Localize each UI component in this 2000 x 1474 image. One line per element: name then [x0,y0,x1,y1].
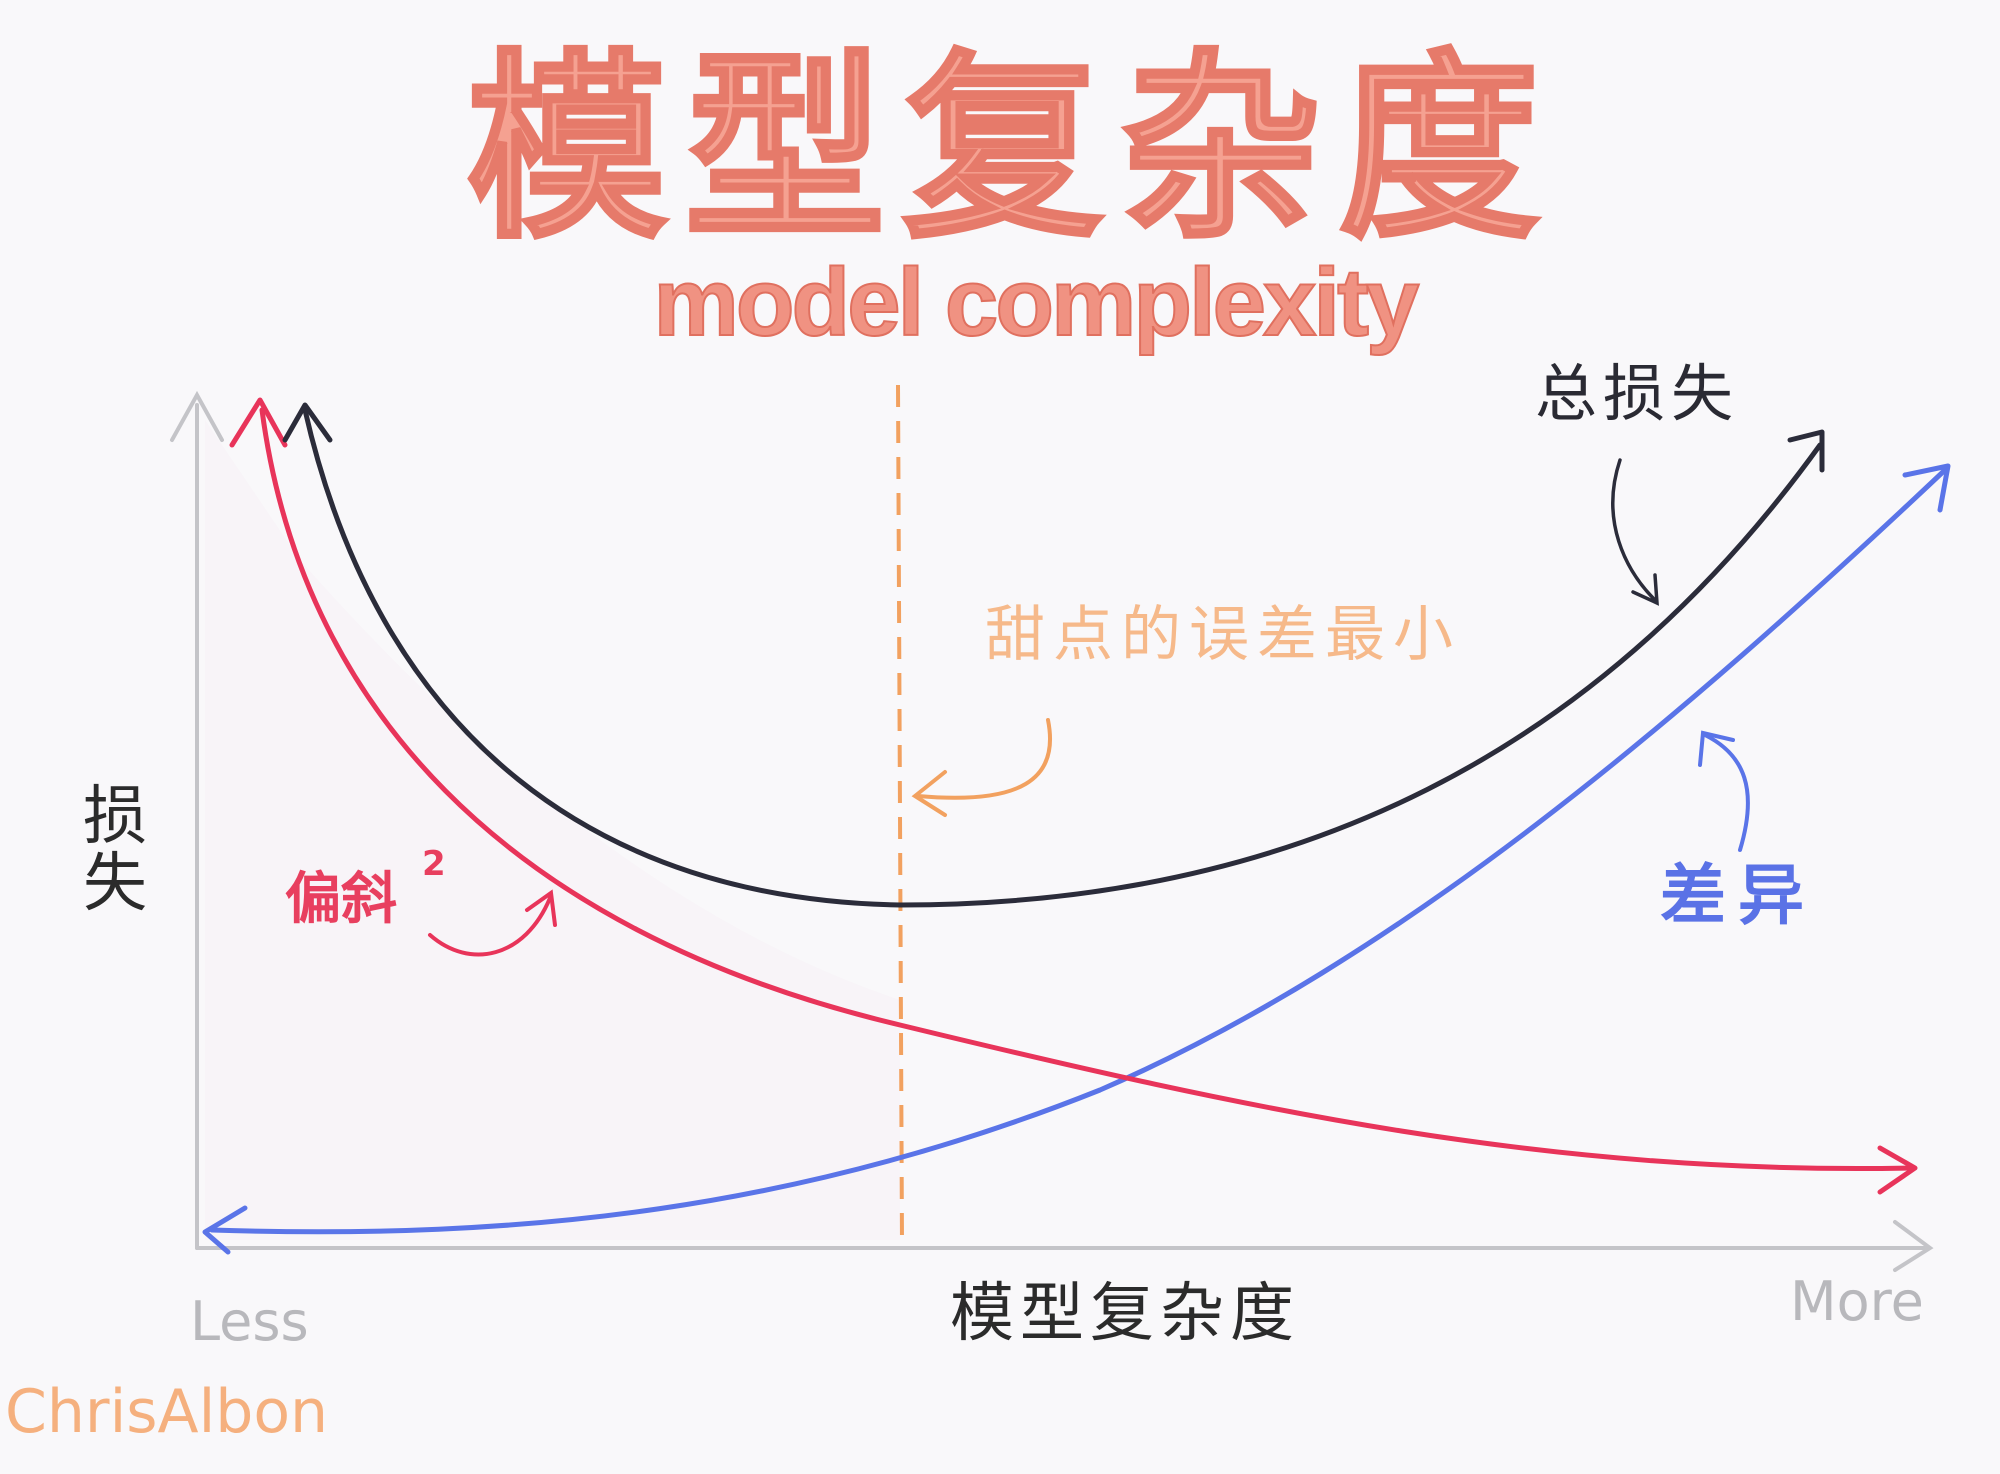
variance-arrowhead-left [202,1205,248,1255]
x-axis-arrow [1893,1220,1934,1272]
total-loss-arrowhead-right [1787,429,1825,473]
y-axis-label-char-2: 失 [83,847,153,921]
sweet-spot-pointer [911,718,1053,817]
sweet-spot-pointer-line [916,718,1053,800]
bias-arrowhead-top [229,397,288,448]
variance-pointer-line [1703,733,1750,852]
title-chinese: 模型复杂度 [467,33,1557,266]
shaded-region [205,420,900,1240]
total-loss-label: 总损失 [1535,357,1739,430]
total-loss-pointer [1611,458,1659,606]
bias-pointer [428,889,557,957]
y-axis-arrow [170,390,224,442]
y-axis-label-char-1: 损 [83,780,153,854]
variance-line [209,467,1948,1235]
signature: ChrisAlbon [5,1377,328,1447]
total-loss-arrowhead-top [282,402,333,443]
sweet-spot-pointer-head [911,770,947,817]
variance-label: 差异 [1660,857,1816,934]
total-loss-line [302,407,1823,908]
total-loss-pointer-line [1611,458,1657,602]
bias-curve [229,397,1918,1195]
total-loss-curve [282,402,1825,908]
title-english: model complexity [654,249,1420,356]
variance-pointer [1698,730,1750,852]
variance-pointer-head [1698,730,1735,767]
bias-line [259,407,1913,1171]
variance-arrowhead-right [1902,463,1951,513]
bias-arrowhead-right [1877,1145,1918,1195]
sweet-spot-label: 甜点的误差最小 [985,600,1461,670]
total-loss-pointer-head [1631,573,1659,606]
x-axis-less-label: Less [190,1290,309,1353]
axes [170,390,1934,1272]
bias-pointer-head [525,889,557,927]
x-axis-label: 模型复杂度 [950,1277,1300,1351]
bias-label-superscript: 2 [422,844,446,884]
bias-pointer-line [428,896,552,957]
bias-label: 偏斜 [285,867,397,932]
x-axis-more-label: More [1790,1270,1924,1333]
variance-curve [202,463,1951,1255]
